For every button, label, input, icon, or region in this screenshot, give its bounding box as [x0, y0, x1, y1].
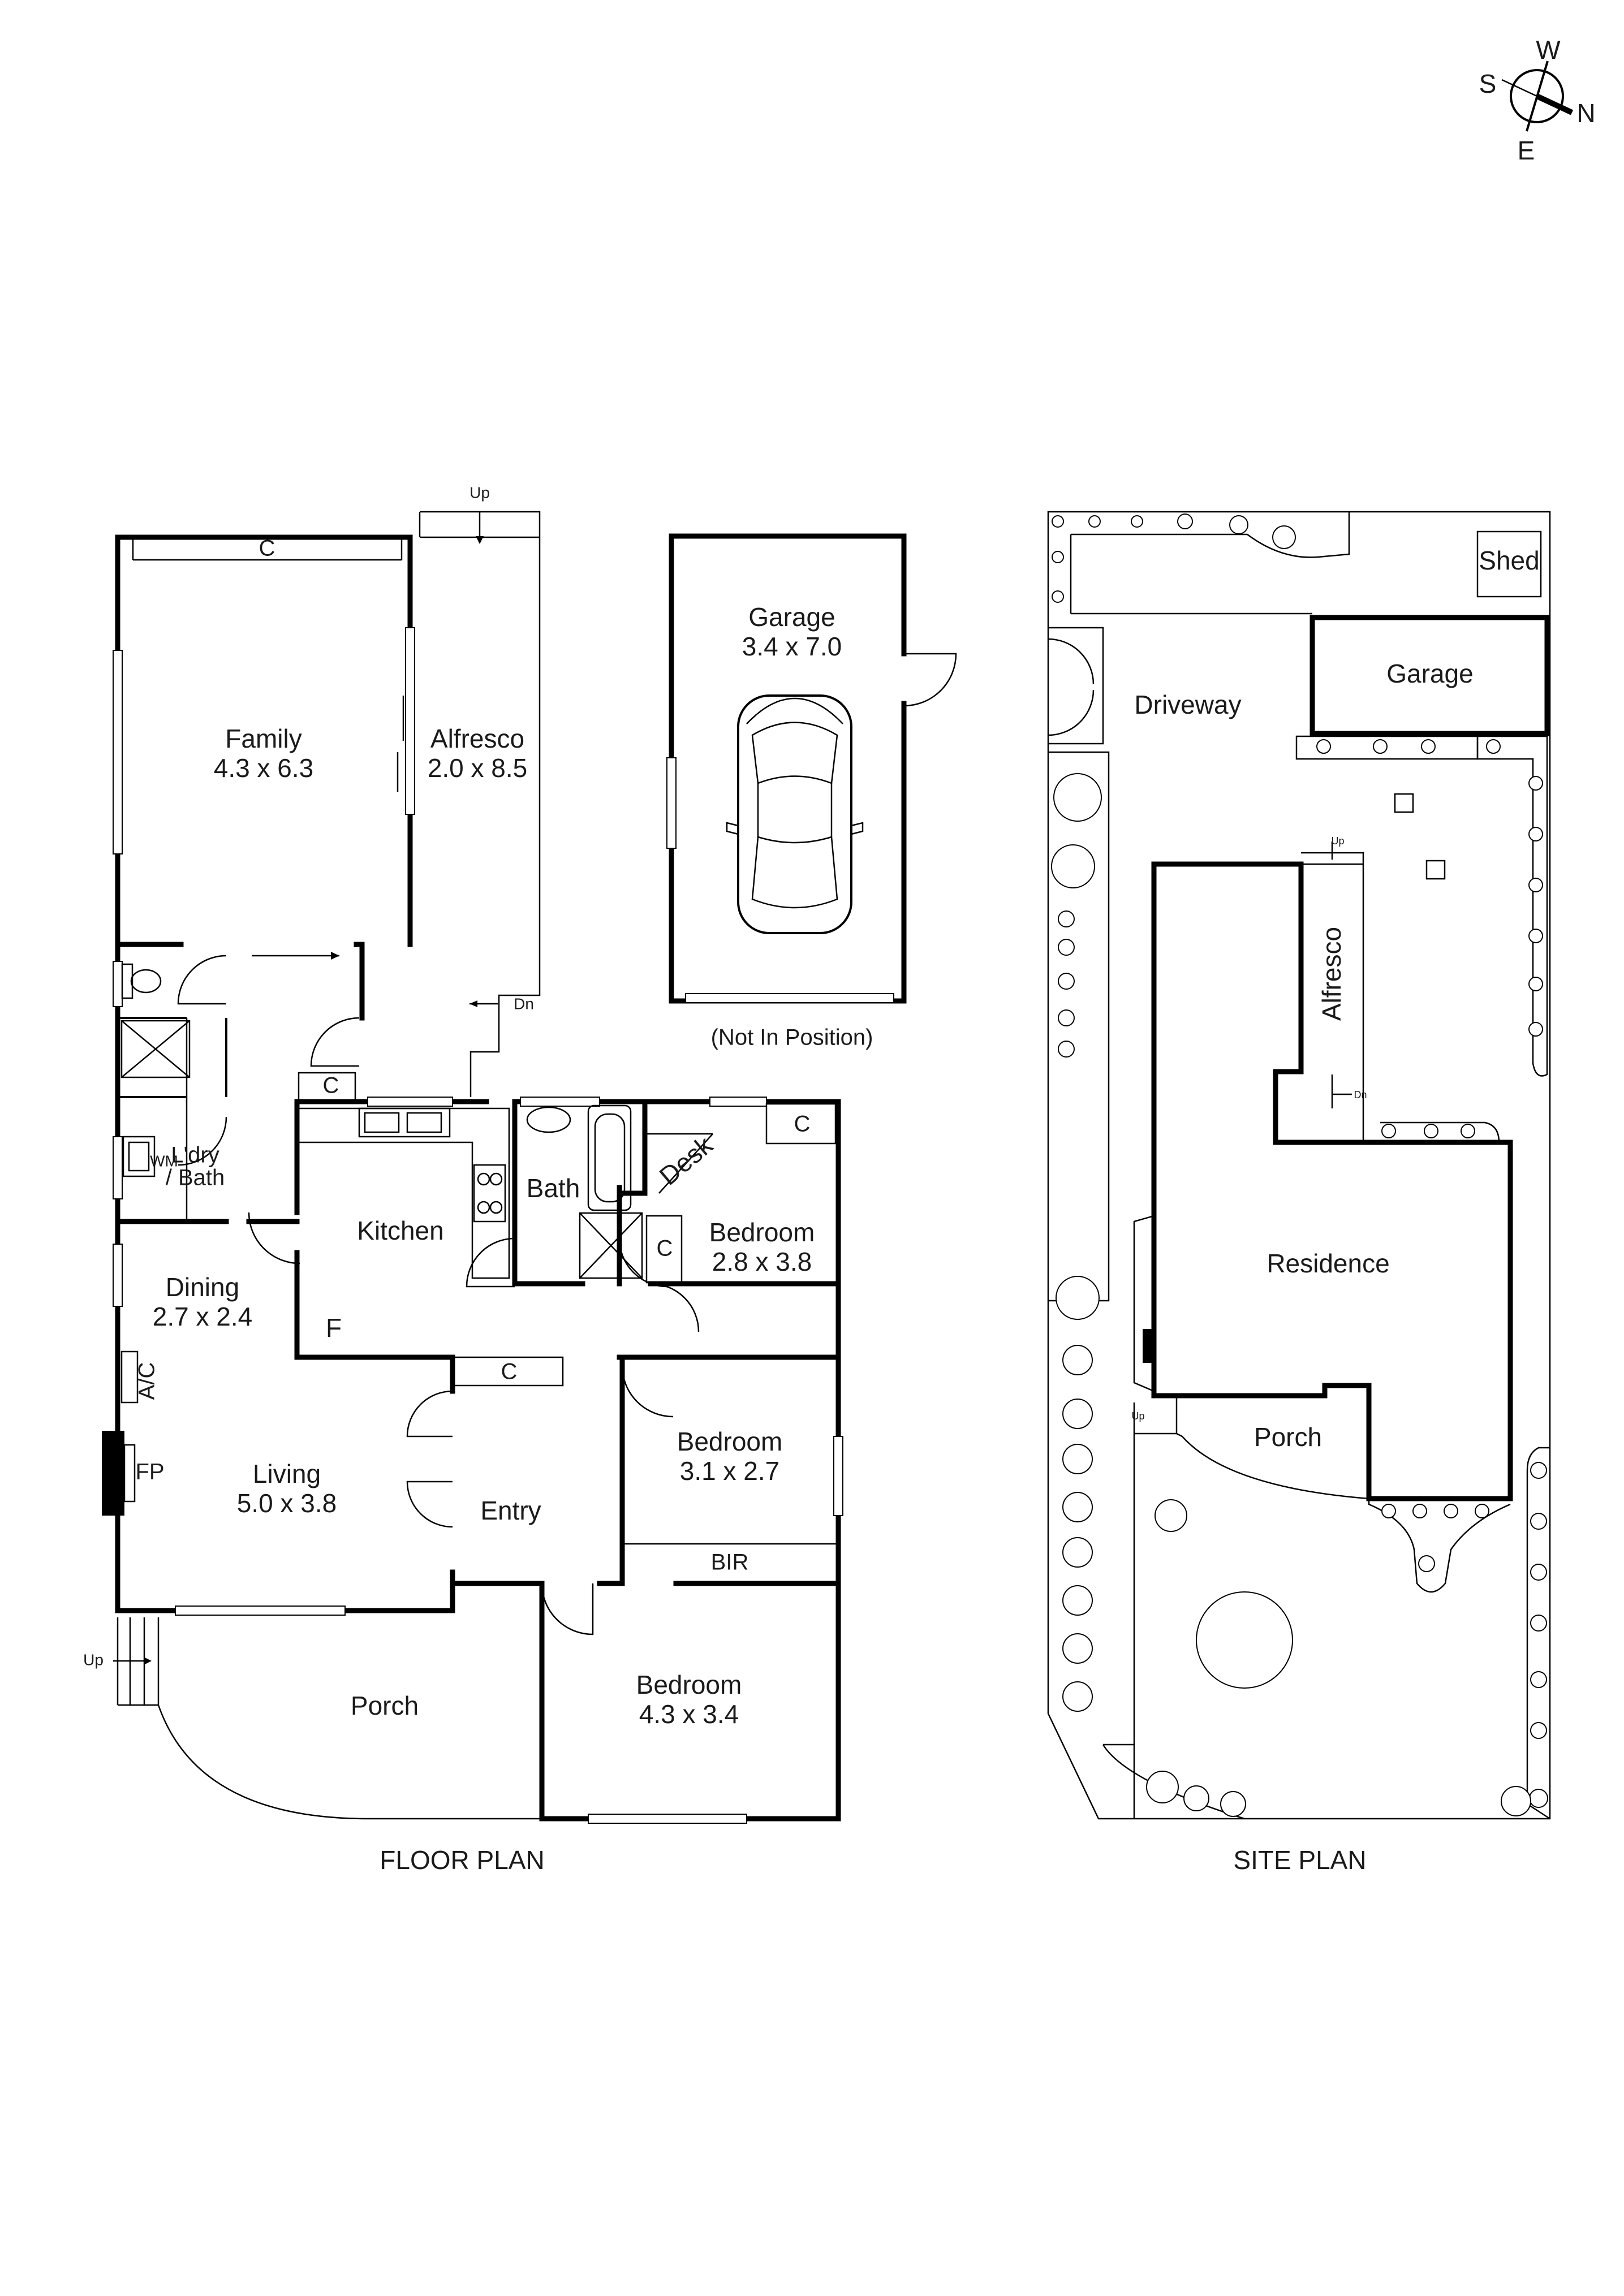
garage-dims: 3.4 x 7.0 — [742, 632, 842, 661]
family-name: Family — [225, 724, 301, 753]
family-window — [113, 650, 123, 854]
site-alfresco-up-label: Up — [1331, 835, 1344, 847]
garage-door — [685, 993, 894, 1003]
alfresco-name: Alfresco — [430, 724, 524, 753]
bedroom-2-dims: 3.1 x 2.7 — [680, 1456, 779, 1486]
compass-west-label: W — [1536, 35, 1561, 64]
bedroom-3-window — [588, 1814, 747, 1824]
family-cupboard-label: C — [259, 536, 275, 561]
porch-up-label: Up — [83, 1651, 104, 1668]
site-alfresco-label: Alfresco — [1317, 927, 1346, 1021]
site-boundary — [1047, 511, 1551, 1820]
entry-cupboard-label: C — [501, 1360, 518, 1384]
fridge-label: F — [326, 1313, 342, 1343]
dining-dims: 2.7 x 2.4 — [153, 1302, 252, 1331]
site-residence — [1151, 861, 1513, 1501]
garage-window — [666, 757, 677, 849]
bedroom-3-dims: 4.3 x 3.4 — [639, 1699, 739, 1729]
bir-label: BIR — [711, 1550, 749, 1575]
shed-label: Shed — [1479, 546, 1539, 575]
garage-name: Garage — [748, 602, 835, 632]
site-garage-label: Garage — [1386, 659, 1473, 688]
entry-name: Entry — [480, 1496, 541, 1525]
compass-north-label: N — [1576, 98, 1595, 128]
living-name: Living — [253, 1459, 321, 1488]
family-sliding-door — [405, 627, 415, 815]
shed — [1476, 530, 1542, 598]
site-alfresco-down-label: Dn — [1354, 1089, 1367, 1100]
porch: Up Porch — [83, 1617, 542, 1820]
bedroom-1-cupboard-label: C — [794, 1112, 811, 1137]
bedroom-2-window — [833, 1436, 843, 1516]
family-room: C Family 4.3 x 6.3 — [113, 534, 415, 960]
bath-window — [520, 1097, 600, 1107]
kitchen-name: Kitchen — [357, 1216, 443, 1245]
bedroom-1-name: Bedroom — [709, 1218, 815, 1247]
alfresco: Up Dn Alfresco 2.0 x 8.5 — [419, 484, 541, 1097]
fireplace-label: FP — [135, 1460, 164, 1484]
alfresco-up-label: Up — [469, 484, 490, 501]
site-porch-label: Porch — [1254, 1422, 1322, 1452]
porch-name: Porch — [351, 1691, 419, 1720]
laundry-name-line1: L'dry — [171, 1143, 219, 1168]
compass: W S N E — [1479, 35, 1596, 165]
site-garage — [1309, 615, 1550, 736]
alfresco-dims: 2.0 x 8.5 — [428, 753, 527, 783]
site-plan-caption: SITE PLAN — [1233, 1845, 1366, 1875]
driveway-label: Driveway — [1134, 690, 1241, 719]
site-trees — [1051, 513, 1548, 1817]
site-porch-up-label: Up — [1131, 1410, 1144, 1422]
floor-plan-caption: FLOOR PLAN — [380, 1845, 544, 1875]
bath-cupboard-label: C — [657, 1236, 673, 1261]
bath-name: Bath — [527, 1173, 580, 1203]
floor-plan: C Family 4.3 x 6.3 Up Dn Alfresco 2.0 x … — [83, 484, 957, 1875]
compass-south-label: S — [1479, 69, 1497, 98]
door-swings — [177, 955, 700, 1635]
garage-not-in-position-note: (Not In Position) — [711, 1025, 873, 1050]
wc-window — [113, 961, 123, 1007]
ac-label: A/C — [135, 1362, 160, 1400]
bedroom-1-dims: 2.8 x 3.8 — [712, 1247, 812, 1276]
kitchen-window — [367, 1097, 453, 1107]
fixtures — [102, 963, 837, 1516]
car-icon — [726, 694, 864, 934]
garage: Garage 3.4 x 7.0 (Not In Position) — [666, 533, 957, 1050]
laundry-window — [113, 1136, 123, 1199]
compass-east-label: E — [1518, 136, 1535, 165]
bedroom-2-name: Bedroom — [677, 1427, 783, 1456]
laundry-name-line2: / Bath — [166, 1166, 225, 1190]
site-plan: Shed Driveway Garage Residence Up Alfres… — [1047, 511, 1551, 1875]
family-dims: 4.3 x 6.3 — [214, 753, 313, 783]
living-window — [175, 1606, 346, 1616]
dining-name: Dining — [166, 1272, 239, 1302]
living-dims: 5.0 x 3.8 — [237, 1488, 337, 1518]
kitchen-cupboard-label: C — [323, 1073, 339, 1098]
dining-window — [113, 1244, 123, 1307]
residence-label: Residence — [1267, 1249, 1389, 1278]
bedroom-3-name: Bedroom — [636, 1670, 742, 1699]
bedroom-1-window — [709, 1097, 767, 1107]
wm-label: WM — [150, 1152, 178, 1169]
alfresco-down-label: Dn — [514, 995, 534, 1012]
